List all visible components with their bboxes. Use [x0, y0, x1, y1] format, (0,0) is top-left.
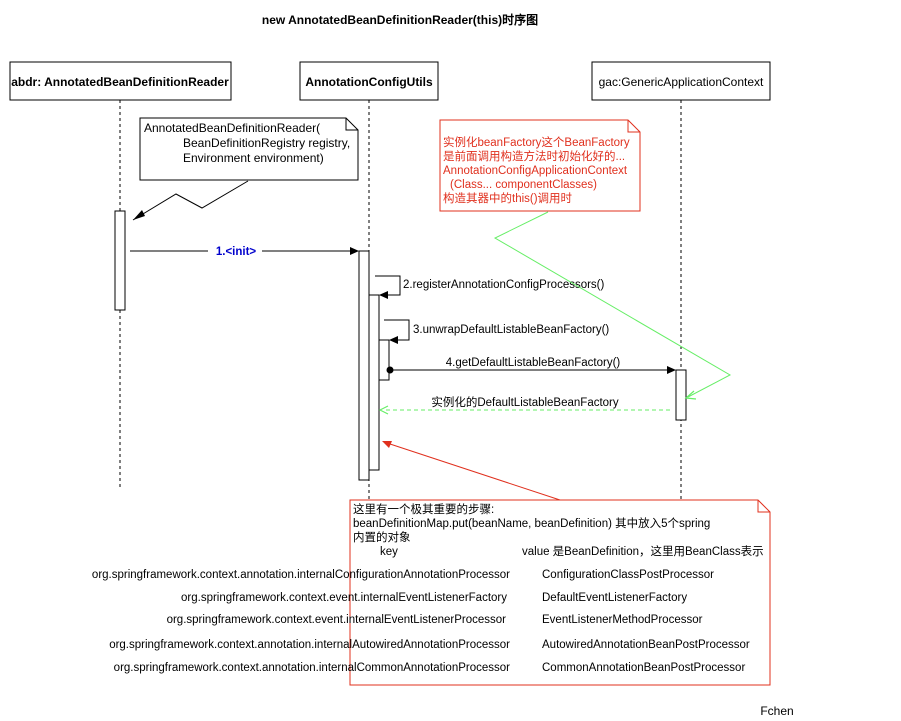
note-steps-value-header: value 是BeanDefinition，这里用BeanClass表示 [522, 544, 764, 558]
row-4-value: AutowiredAnnotationBeanPostProcessor [542, 639, 750, 651]
svg-text:abdr: AnnotatedBeanDefinitionR: abdr: AnnotatedBeanDefinitionReader [11, 75, 229, 89]
note-constructor-connector [132, 180, 249, 221]
message-4-arrowhead [667, 366, 676, 374]
note-constructor-line-1: AnnotatedBeanDefinitionReader( [144, 121, 320, 135]
activation-acu-main [358, 250, 370, 481]
message-1-label[interactable]: 1.<init> [216, 246, 257, 258]
note-factory-line-5: 构造其器中的this()调用时 [443, 191, 573, 205]
note-factory-line-3: AnnotationConfigApplicationContext [443, 165, 628, 177]
activation-acu-nested-1 [368, 294, 380, 471]
row-5-value: CommonAnnotationBeanPostProcessor [542, 662, 745, 674]
message-3-label[interactable]: 3.unwrapDefaultListableBeanFactory() [413, 324, 609, 336]
row-4-key: org.springframework.context.annotation.i… [109, 639, 510, 651]
row-2-value: DefaultEventListenerFactory [542, 592, 687, 604]
activation-gac [675, 369, 687, 421]
bean-definition-table: org.springframework.context.annotation.i… [92, 569, 750, 674]
participant-abdr[interactable]: abdr: AnnotatedBeanDefinitionReader [9, 61, 232, 101]
note-steps-key-header: key [380, 546, 398, 558]
note-steps-line-2: beanDefinitionMap.put(beanName, beanDefi… [353, 516, 710, 530]
note-factory[interactable]: 实例化beanFactory这个BeanFactory 是前面调用构造方法时初始… [439, 119, 641, 212]
message-5-label[interactable]: 实例化的DefaultListableBeanFactory [431, 395, 619, 409]
note-steps-line-1: 这里有一个极其重要的步骤: [353, 502, 494, 516]
note-factory-line-1: 实例化beanFactory这个BeanFactory [443, 135, 630, 149]
author-label: Fchen [760, 704, 793, 718]
participant-abdr-name: AnnotatedBeanDefinitionReader [41, 75, 229, 89]
note-constructor-line-3: Environment environment) [183, 151, 324, 165]
note-factory-connector [493, 211, 732, 398]
message-5-arrowhead [378, 405, 389, 415]
note-steps-arrowhead [382, 441, 392, 448]
note-constructor[interactable]: AnnotatedBeanDefinitionReader( BeanDefin… [139, 117, 359, 181]
row-3-key: org.springframework.context.event.intern… [167, 614, 507, 626]
note-constructor-line-2: BeanDefinitionRegistry registry, [183, 136, 350, 150]
message-3-arrowhead [389, 336, 398, 344]
row-1-key: org.springframework.context.annotation.i… [92, 569, 510, 581]
message-3-line [384, 319, 410, 341]
note-steps-connector [386, 442, 561, 501]
row-1-value: ConfigurationClassPostProcessor [542, 569, 714, 581]
note-factory-line-2: 是前面调用构造方法时初始化好的... [443, 149, 625, 163]
participant-acu-label: AnnotationConfigUtils [305, 75, 433, 89]
participant-annotation-config-utils[interactable]: AnnotationConfigUtils [299, 61, 439, 101]
row-3-value: EventListenerMethodProcessor [542, 614, 703, 626]
note-constructor-arrowhead [133, 210, 145, 220]
diagram-title: new AnnotatedBeanDefinitionReader(this)时… [262, 12, 538, 27]
activation-acu-nested-2 [378, 339, 390, 381]
note-factory-line-4: (Class... componentClasses) [450, 179, 597, 191]
participant-gac[interactable]: gac:GenericApplicationContext [591, 61, 771, 101]
note-steps-line-3: 内置的对象 [353, 530, 411, 544]
message-1-arrowhead [350, 247, 359, 255]
participant-gac-label: gac:GenericApplicationContext [599, 75, 764, 89]
message-2-line [375, 275, 401, 296]
note-factory-arrowhead [684, 390, 697, 400]
message-4-label[interactable]: 4.getDefaultListableBeanFactory() [446, 357, 621, 369]
activation-abdr [114, 210, 126, 311]
row-2-key: org.springframework.context.event.intern… [181, 592, 507, 604]
message-2-arrowhead [379, 291, 388, 299]
participant-abdr-prefix: abdr: [11, 75, 41, 89]
row-5-key: org.springframework.context.annotation.i… [114, 662, 510, 674]
note-steps[interactable]: 这里有一个极其重要的步骤: beanDefinitionMap.put(bean… [349, 499, 771, 686]
message-2-label[interactable]: 2.registerAnnotationConfigProcessors() [403, 279, 605, 291]
